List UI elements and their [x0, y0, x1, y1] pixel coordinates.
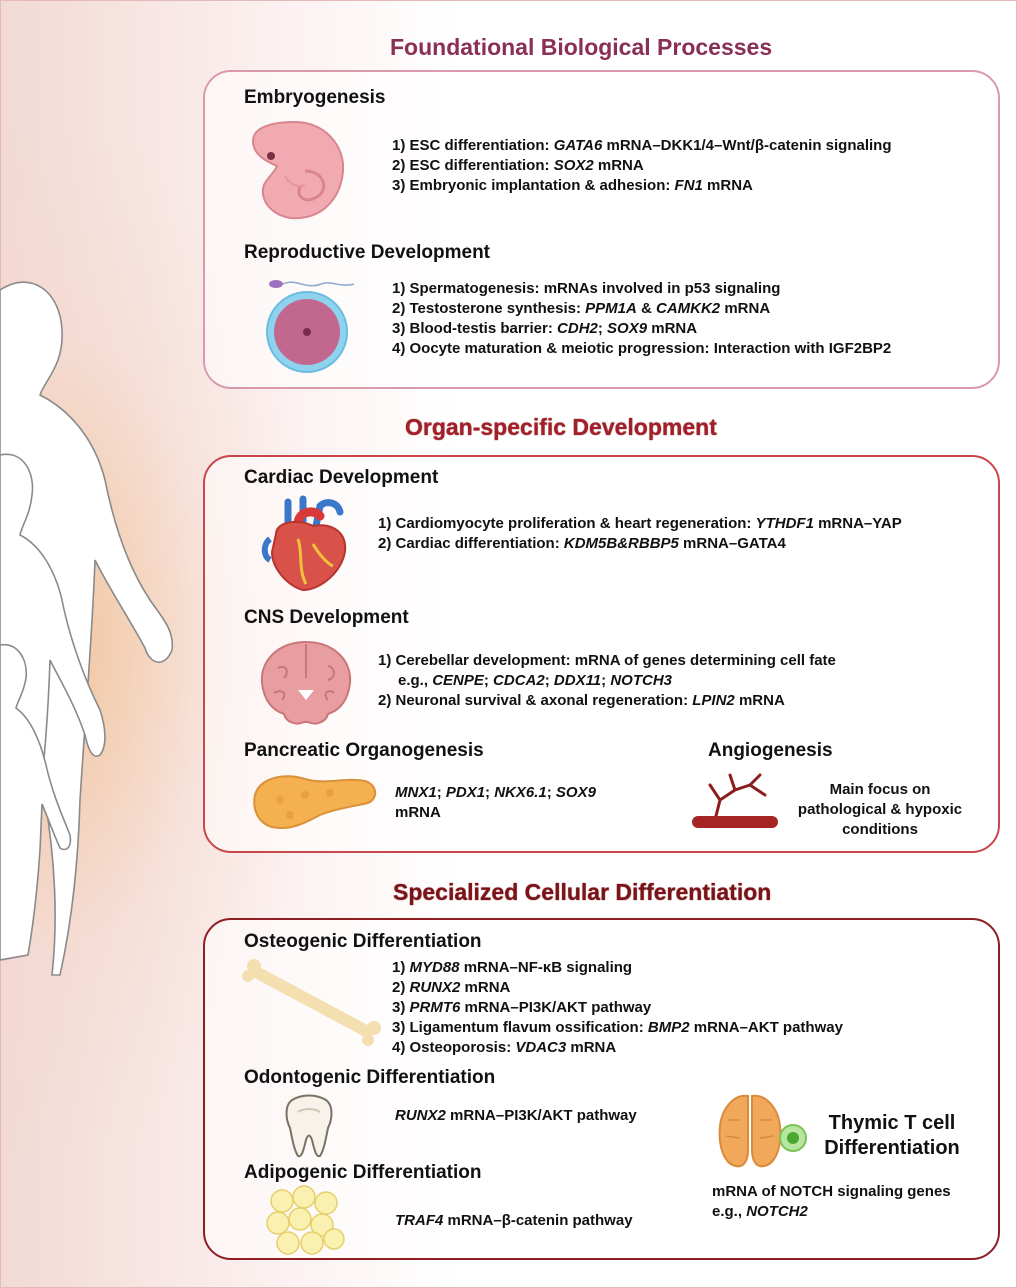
- cns-line-1b: e.g., CENPE; CDCA2; DDX11; NOTCH3: [398, 672, 672, 689]
- cns-line-2: 2) Neuronal survival & axonal regenerati…: [378, 692, 785, 709]
- osteogenic-heading: Osteogenic Differentiation: [244, 931, 482, 952]
- embryo-line-3: 3) Embryonic implantation & adhesion: FN…: [392, 177, 753, 194]
- cns-line-1: 1) Cerebellar development: mRNA of genes…: [378, 652, 836, 669]
- angiogenesis-heading: Angiogenesis: [708, 740, 833, 761]
- heart-icon: [261, 495, 347, 592]
- thymic-line-1: mRNA of NOTCH signaling genes: [712, 1183, 951, 1200]
- repro-line-2: 2) Testosterone synthesis: PPM1A & CAMKK…: [392, 300, 771, 317]
- osteo-line-3: 3) PRMT6 mRNA–PI3K/AKT pathway: [392, 999, 652, 1016]
- thymic-heading-1: Thymic T cell: [828, 1112, 956, 1134]
- angiogenesis-line-1: Main focus on: [829, 781, 931, 798]
- tooth-icon: [285, 1094, 333, 1158]
- adipo-line: TRAF4 mRNA–β-catenin pathway: [395, 1212, 633, 1229]
- embryo-line-1: 1) ESC differentiation: GATA6 mRNA–DKK1/…: [392, 137, 892, 154]
- oocyte-icon: [266, 291, 348, 373]
- osteo-line-4: 3) Ligamentum flavum ossification: BMP2 …: [392, 1019, 843, 1036]
- human-silhouettes: [0, 281, 174, 976]
- reproductive-heading: Reproductive Development: [244, 242, 490, 263]
- sperm-icon: [269, 280, 355, 288]
- cardiac-heading: Cardiac Development: [244, 467, 439, 488]
- pancreatic-line-1: MNX1; PDX1; NKX6.1; SOX9: [395, 784, 596, 801]
- pancreatic-line-2: mRNA: [395, 804, 441, 821]
- section-title-cellular: Specialized Cellular Differentiation: [393, 879, 772, 905]
- repro-line-1: 1) Spermatogenesis: mRNAs involved in p5…: [392, 280, 781, 297]
- pancreatic-heading: Pancreatic Organogenesis: [244, 740, 484, 761]
- thymic-heading-2: Differentiation: [824, 1137, 960, 1159]
- osteo-line-5: 4) Osteoporosis: VDAC3 mRNA: [392, 1039, 617, 1056]
- blood-vessel-icon: [692, 773, 778, 828]
- section-title-organ: Organ-specific Development: [405, 414, 717, 440]
- brain-icon: [260, 640, 352, 725]
- angiogenesis-line-3: conditions: [842, 821, 918, 838]
- angiogenesis-line-2: pathological & hypoxic: [797, 801, 963, 818]
- odonto-line: RUNX2 mRNA–PI3K/AKT pathway: [395, 1107, 637, 1124]
- embryo-icon: [251, 120, 345, 220]
- osteo-line-1: 1) MYD88 mRNA–NF-κB signaling: [392, 959, 633, 976]
- odontogenic-heading: Odontogenic Differentiation: [244, 1067, 496, 1088]
- cardiac-line-1: 1) Cardiomyocyte proliferation & heart r…: [378, 515, 902, 532]
- adipogenic-heading: Adipogenic Differentiation: [244, 1162, 482, 1183]
- pancreas-icon: [253, 775, 377, 829]
- cns-heading: CNS Development: [244, 607, 409, 628]
- bone-icon: [242, 959, 381, 1046]
- osteo-line-2: 2) RUNX2 mRNA: [392, 979, 511, 996]
- repro-line-3: 3) Blood-testis barrier: CDH2; SOX9 mRNA: [392, 320, 698, 337]
- embryo-line-2: 2) ESC differentiation: SOX2 mRNA: [392, 157, 644, 174]
- section-title-foundational: Foundational Biological Processes: [390, 34, 773, 60]
- thymic-line-2: e.g., NOTCH2: [712, 1203, 808, 1220]
- t-cell-icon: [779, 1124, 807, 1152]
- thymus-icon: [718, 1094, 782, 1168]
- repro-line-4: 4) Oocyte maturation & meiotic progressi…: [392, 340, 892, 357]
- embryogenesis-heading: Embryogenesis: [244, 87, 386, 108]
- cardiac-line-2: 2) Cardiac differentiation: KDM5B&RBBP5 …: [378, 535, 786, 552]
- adipocytes-icon: [266, 1185, 345, 1255]
